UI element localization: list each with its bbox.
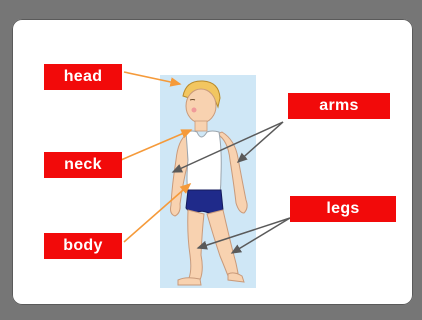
head-arrow [124,72,180,84]
legs-arrow-right [232,218,290,253]
label-head: head [44,64,122,90]
label-body: body [44,233,122,259]
label-legs: legs [290,196,396,222]
label-neck: neck [44,152,122,178]
legs-arrow-left [198,218,290,248]
body-arrow [124,184,190,242]
neck-arrow [121,130,191,160]
arms-arrow-right [238,122,283,162]
label-arms: arms [288,93,390,119]
arms-arrow-left [173,122,283,172]
